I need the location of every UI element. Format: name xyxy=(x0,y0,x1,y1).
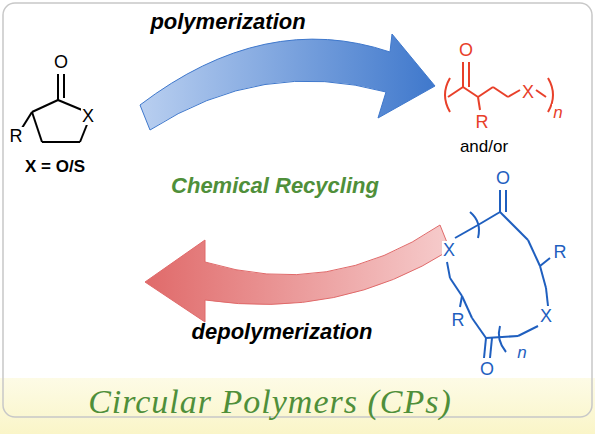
reaction-label: depolymerization xyxy=(192,321,373,343)
atom-label: X xyxy=(442,241,456,259)
atom-label: O xyxy=(53,53,69,71)
substituent-label: R xyxy=(475,113,490,131)
substituent-label: R xyxy=(451,311,466,329)
connector-text: and/or xyxy=(460,138,508,155)
substituent-label: R xyxy=(9,127,24,145)
cyclic-polymer-structure xyxy=(447,190,550,358)
atom-label: O xyxy=(458,41,474,59)
monomer-structure xyxy=(22,74,88,142)
atom-label: X xyxy=(521,83,535,101)
frame xyxy=(3,3,592,417)
reaction-label: polymerization xyxy=(150,11,305,33)
atom-label: X xyxy=(81,107,95,125)
center-label: Chemical Recycling xyxy=(171,175,379,197)
caption: Circular Polymers (CPs) xyxy=(88,385,452,419)
depolymerization-arrow xyxy=(145,225,450,322)
atom-label: X xyxy=(539,307,553,325)
substituent-label: R xyxy=(553,243,568,261)
atom-label: O xyxy=(495,169,511,187)
caption-band xyxy=(0,378,595,434)
atom-label: O xyxy=(479,360,495,378)
repeat-index: n xyxy=(552,104,563,121)
definition-label: X = O/S xyxy=(25,158,85,175)
polymerization-arrow xyxy=(140,34,435,130)
linear-polymer-structure xyxy=(445,62,553,112)
repeat-index: n xyxy=(516,344,527,361)
